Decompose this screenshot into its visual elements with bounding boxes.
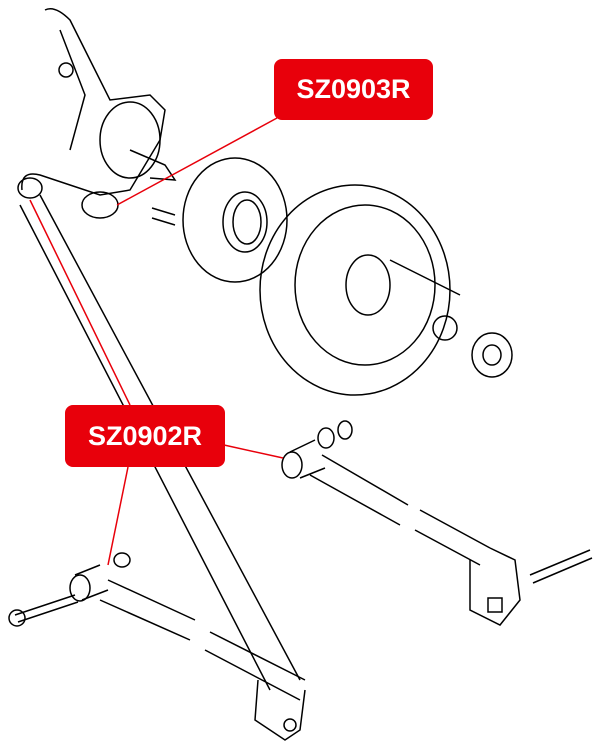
brake-drum (259, 184, 513, 396)
lateral-rod (281, 420, 593, 626)
part-label-sz0903r: SZ0903R (274, 59, 433, 120)
lower-rod (8, 552, 306, 701)
wheel-hub (151, 157, 288, 283)
steering-knuckle (17, 8, 177, 219)
leader-lines (29, 117, 284, 566)
part-label-sz0902r: SZ0902R (65, 405, 225, 467)
